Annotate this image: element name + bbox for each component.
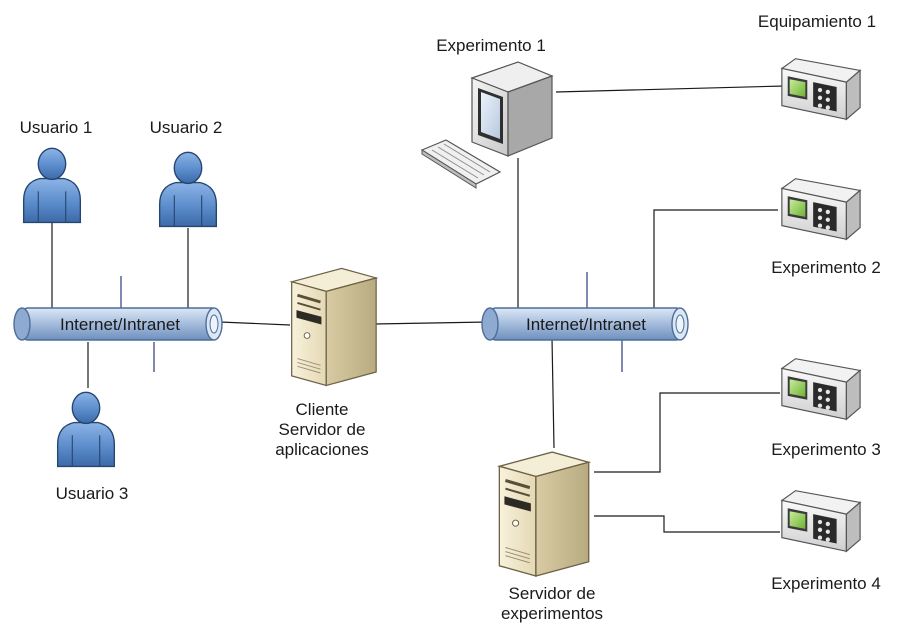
line-server-to-exp4 — [594, 515, 780, 533]
lab-equipment-icon-4 — [781, 490, 861, 552]
line-pc-to-equip1 — [555, 85, 785, 93]
usuario1-label: Usuario 1 — [19, 118, 93, 137]
servidor-label-line2: experimentos — [500, 604, 604, 623]
experimento4-label: Experimento 4 — [771, 574, 881, 593]
cliente-label-line3: aplicaciones — [275, 440, 369, 459]
user-icon-1 — [22, 147, 82, 224]
desktop-computer-icon — [470, 61, 554, 157]
line-server-to-exp3 — [594, 392, 780, 473]
network-pipe-left-icon — [13, 307, 223, 341]
line-left-net-to-client — [219, 321, 291, 326]
pipe-ticks — [120, 272, 623, 372]
line-net-to-exp2 — [653, 209, 778, 308]
servidor-experimentos-label: Servidor de experimentos — [501, 584, 603, 624]
equipamiento1-label: Equipamiento 1 — [757, 12, 877, 31]
servidor-label-line1: Servidor de — [508, 584, 596, 603]
user-icon-2 — [158, 151, 218, 228]
cliente-servidor-label: Cliente Servidor de aplicaciones — [275, 400, 369, 460]
cliente-label-line1: Cliente — [295, 400, 349, 419]
server-icon-client — [290, 266, 378, 387]
keyboard-icon — [420, 139, 502, 189]
network-left-label: Internet/Intranet — [60, 315, 180, 334]
connector-lines — [51, 85, 785, 533]
lab-equipment-icon-1 — [781, 58, 861, 120]
lab-equipment-icon-2 — [781, 178, 861, 240]
user-icon-3 — [56, 391, 116, 468]
usuario2-label: Usuario 2 — [149, 118, 223, 137]
lab-equipment-icon-3 — [781, 358, 861, 420]
network-pipe-right-icon — [481, 307, 689, 341]
cliente-label-line2: Servidor de — [278, 420, 366, 439]
line-net-to-server — [551, 337, 555, 449]
server-icon-experimentos — [497, 450, 591, 578]
line-client-to-right-net — [374, 321, 489, 325]
experimento1-label: Experimento 1 — [436, 36, 546, 55]
experimento3-label: Experimento 3 — [771, 440, 881, 459]
network-right-label: Internet/Intranet — [526, 315, 646, 334]
experimento2-label: Experimento 2 — [771, 258, 881, 277]
usuario3-label: Usuario 3 — [55, 484, 129, 503]
